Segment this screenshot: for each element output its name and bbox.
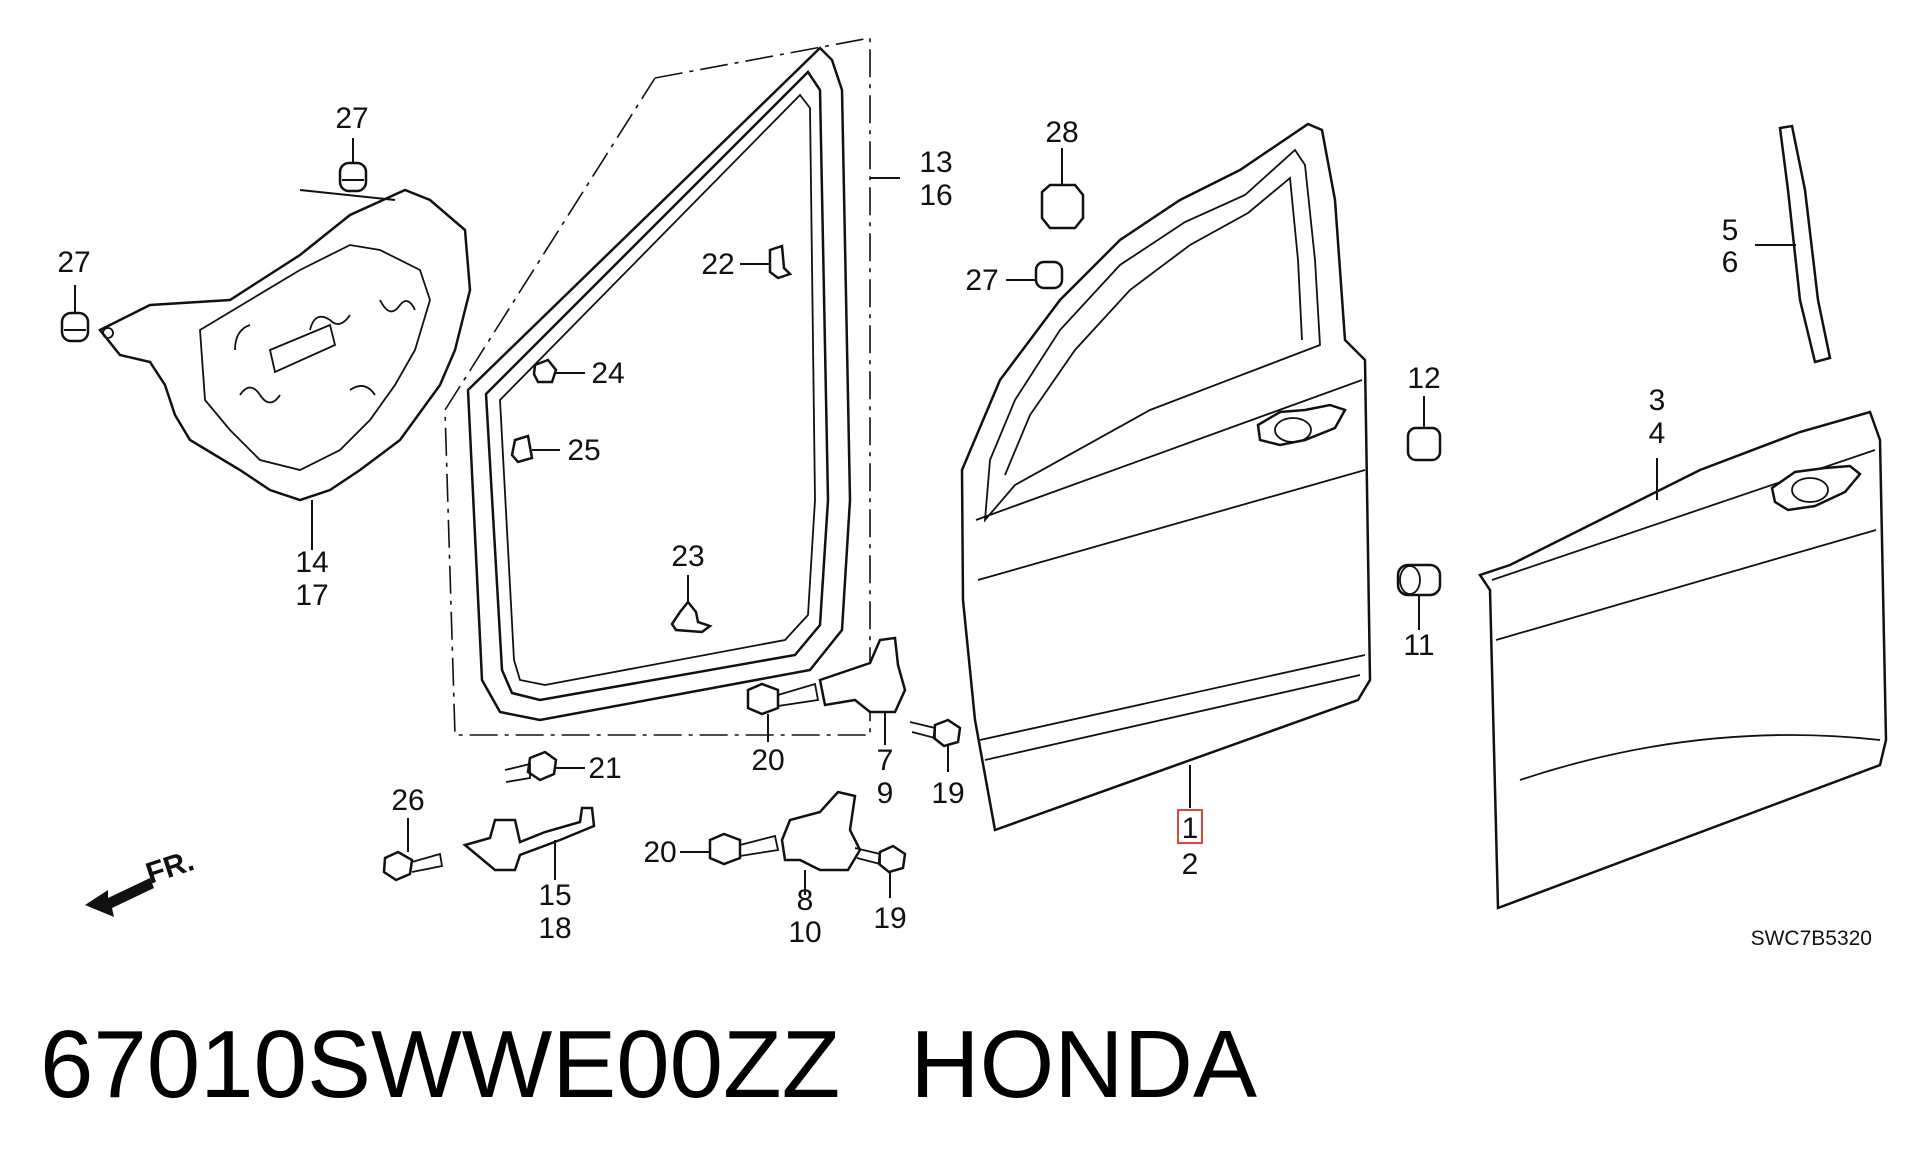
callout-25: 25	[567, 434, 600, 467]
callout-21: 21	[588, 752, 621, 785]
sash-tape-part	[1755, 124, 1832, 364]
callout-27-top: 27	[335, 102, 368, 135]
clip-22	[740, 244, 793, 280]
callout-17: 17	[295, 579, 328, 612]
callout-7: 7	[877, 744, 894, 777]
weatherstrip-part	[444, 37, 900, 736]
clip-27-left	[60, 311, 90, 343]
callout-22: 22	[701, 248, 734, 281]
callout-1-highlight	[1177, 809, 1203, 844]
front-direction-arrow: FR.	[85, 844, 198, 917]
callout-16: 16	[919, 179, 952, 212]
door-panel-part	[960, 122, 1372, 832]
callout-8: 8	[797, 884, 814, 917]
bolt-19-upper	[909, 718, 962, 772]
callout-19-lower: 19	[873, 902, 906, 935]
page-title: 67010SWWE00ZZ HONDA	[40, 1010, 1257, 1120]
front-label: FR.	[142, 844, 198, 890]
outer-skin-part	[1478, 410, 1888, 910]
callout-27-left: 27	[57, 246, 90, 279]
clip-24	[532, 358, 585, 384]
bumper-12	[1406, 396, 1442, 462]
bolt-19-lower	[854, 844, 907, 898]
callout-10: 10	[788, 916, 821, 949]
callout-labels: 27 27 14 17 13 16 22 24 25 23 28 27 5 6 …	[57, 102, 1738, 949]
callout-23: 23	[671, 540, 704, 573]
clip-27-top	[338, 161, 368, 193]
bumper-28	[1040, 148, 1085, 230]
callout-5: 5	[1722, 214, 1739, 247]
lower-hinge-part	[780, 790, 862, 895]
upper-hinge-part	[818, 636, 907, 745]
callout-9: 9	[877, 777, 894, 810]
callout-4: 4	[1649, 417, 1666, 450]
callout-28: 28	[1045, 116, 1078, 149]
callout-3: 3	[1649, 384, 1666, 417]
clip-27-center	[1006, 260, 1064, 290]
bolt-21	[504, 750, 585, 783]
callout-20-upper: 20	[751, 744, 784, 777]
brand-name: HONDA	[910, 1011, 1257, 1118]
callout-19-upper: 19	[931, 777, 964, 810]
callout-2: 2	[1182, 848, 1199, 881]
callout-18: 18	[538, 912, 571, 945]
callout-14: 14	[295, 546, 328, 579]
callout-24: 24	[591, 357, 624, 390]
callout-26: 26	[391, 784, 424, 817]
callout-11: 11	[1403, 629, 1434, 662]
hole-seal-part	[98, 188, 472, 502]
callout-12: 12	[1407, 362, 1440, 395]
door-checker-part	[462, 806, 596, 880]
callout-27-center: 27	[965, 264, 998, 297]
bolt-20-upper	[746, 682, 820, 742]
diagram-code: SWC7B5320	[1751, 927, 1872, 950]
callout-1: 1	[1182, 812, 1199, 845]
bolt-20-lower	[680, 832, 780, 866]
callout-20-lower: 20	[643, 836, 676, 869]
clip-25	[510, 434, 560, 464]
part-number: 67010SWWE00ZZ	[40, 1011, 841, 1118]
bumper-11	[1396, 563, 1442, 630]
clip-23	[670, 575, 713, 634]
bolt-26	[382, 818, 444, 882]
callout-6: 6	[1722, 246, 1739, 279]
callout-13: 13	[919, 146, 952, 179]
callout-15: 15	[538, 879, 571, 912]
